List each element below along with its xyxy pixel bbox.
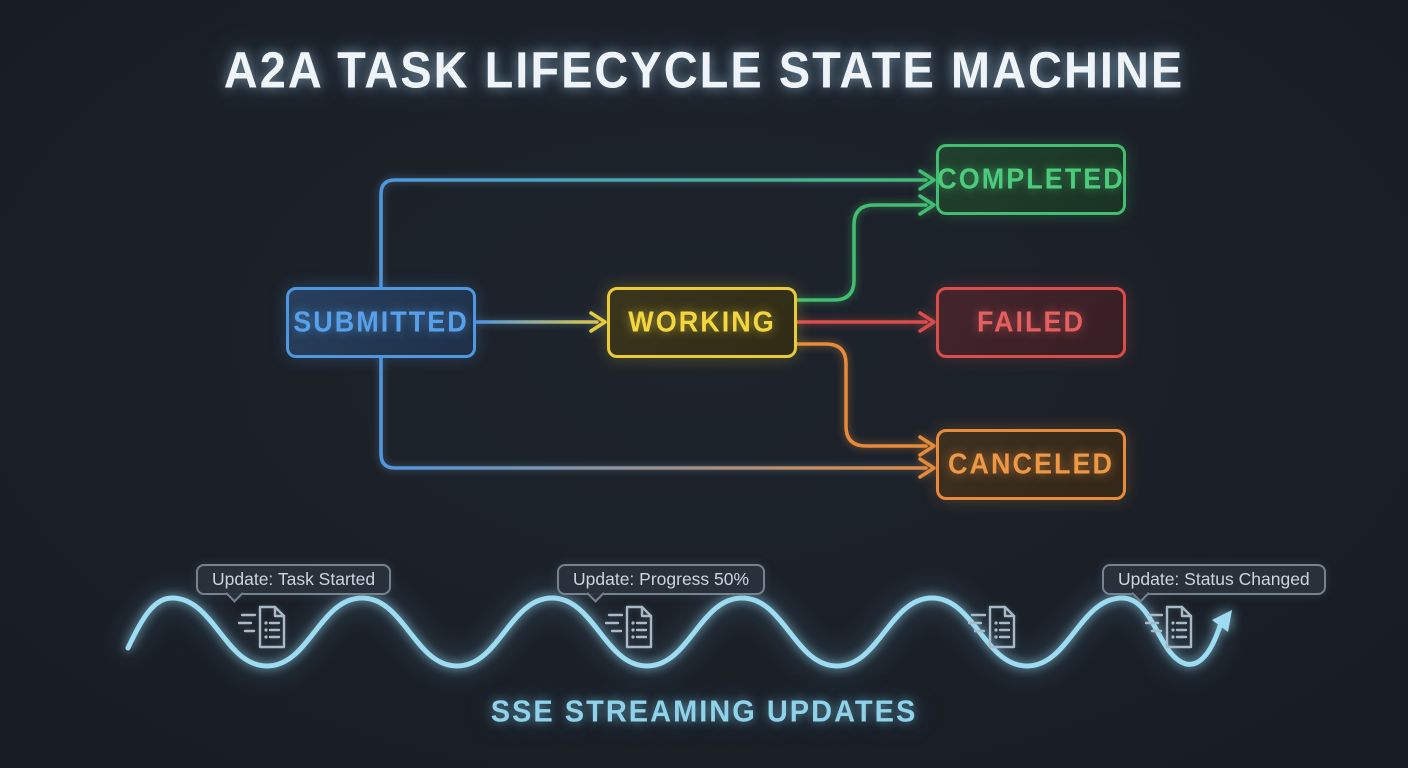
edge-submitted-to-canceled — [379, 355, 928, 470]
sse-event-label: Update: Progress 50% — [573, 569, 750, 589]
state-working: WORKING — [607, 287, 797, 358]
sse-stream-wave-arrowhead — [1212, 610, 1232, 632]
state-failed-label: FAILED — [976, 306, 1085, 338]
document-stream-icon — [1145, 605, 1193, 649]
state-canceled-label: CANCELED — [947, 448, 1114, 480]
sse-event-label: Update: Status Changed — [1118, 569, 1310, 589]
state-canceled: CANCELED — [936, 429, 1126, 500]
state-completed: COMPLETED — [936, 144, 1126, 215]
arrowhead-working-to-failed — [918, 311, 936, 333]
diagram-title: A2A TASK LIFECYCLE STATE MACHINE — [223, 40, 1185, 99]
arrowhead-submitted-to-canceled — [918, 457, 936, 479]
edge-working-to-canceled — [796, 342, 928, 448]
arrowhead-submitted-to-completed — [918, 169, 936, 191]
document-stream-icon — [605, 605, 653, 649]
arrowhead-working-to-completed — [918, 194, 936, 216]
arrowhead-working-to-canceled — [918, 435, 936, 457]
state-failed: FAILED — [936, 287, 1126, 358]
sse-streaming-updates-title: SSE STREAMING UPDATES — [490, 695, 918, 729]
edge-submitted-to-completed — [379, 178, 928, 290]
document-stream-icon — [238, 605, 286, 649]
sse-event-tooltip: Update: Task Started — [196, 564, 392, 603]
edge-working-to-completed — [796, 203, 928, 302]
state-submitted: SUBMITTED — [286, 287, 476, 358]
state-submitted-label: SUBMITTED — [293, 306, 469, 338]
state-completed-label: COMPLETED — [937, 163, 1125, 195]
sse-stream-wave — [125, 595, 1223, 669]
arrowhead-submitted-to-working — [589, 311, 607, 333]
state-working-label: WORKING — [628, 306, 776, 338]
sse-event-tooltip: Update: Status Changed — [1102, 564, 1326, 603]
document-stream-icon — [968, 605, 1016, 649]
sse-event-tooltip: Update: Progress 50% — [557, 564, 766, 603]
sse-event-label: Update: Task Started — [212, 569, 376, 589]
